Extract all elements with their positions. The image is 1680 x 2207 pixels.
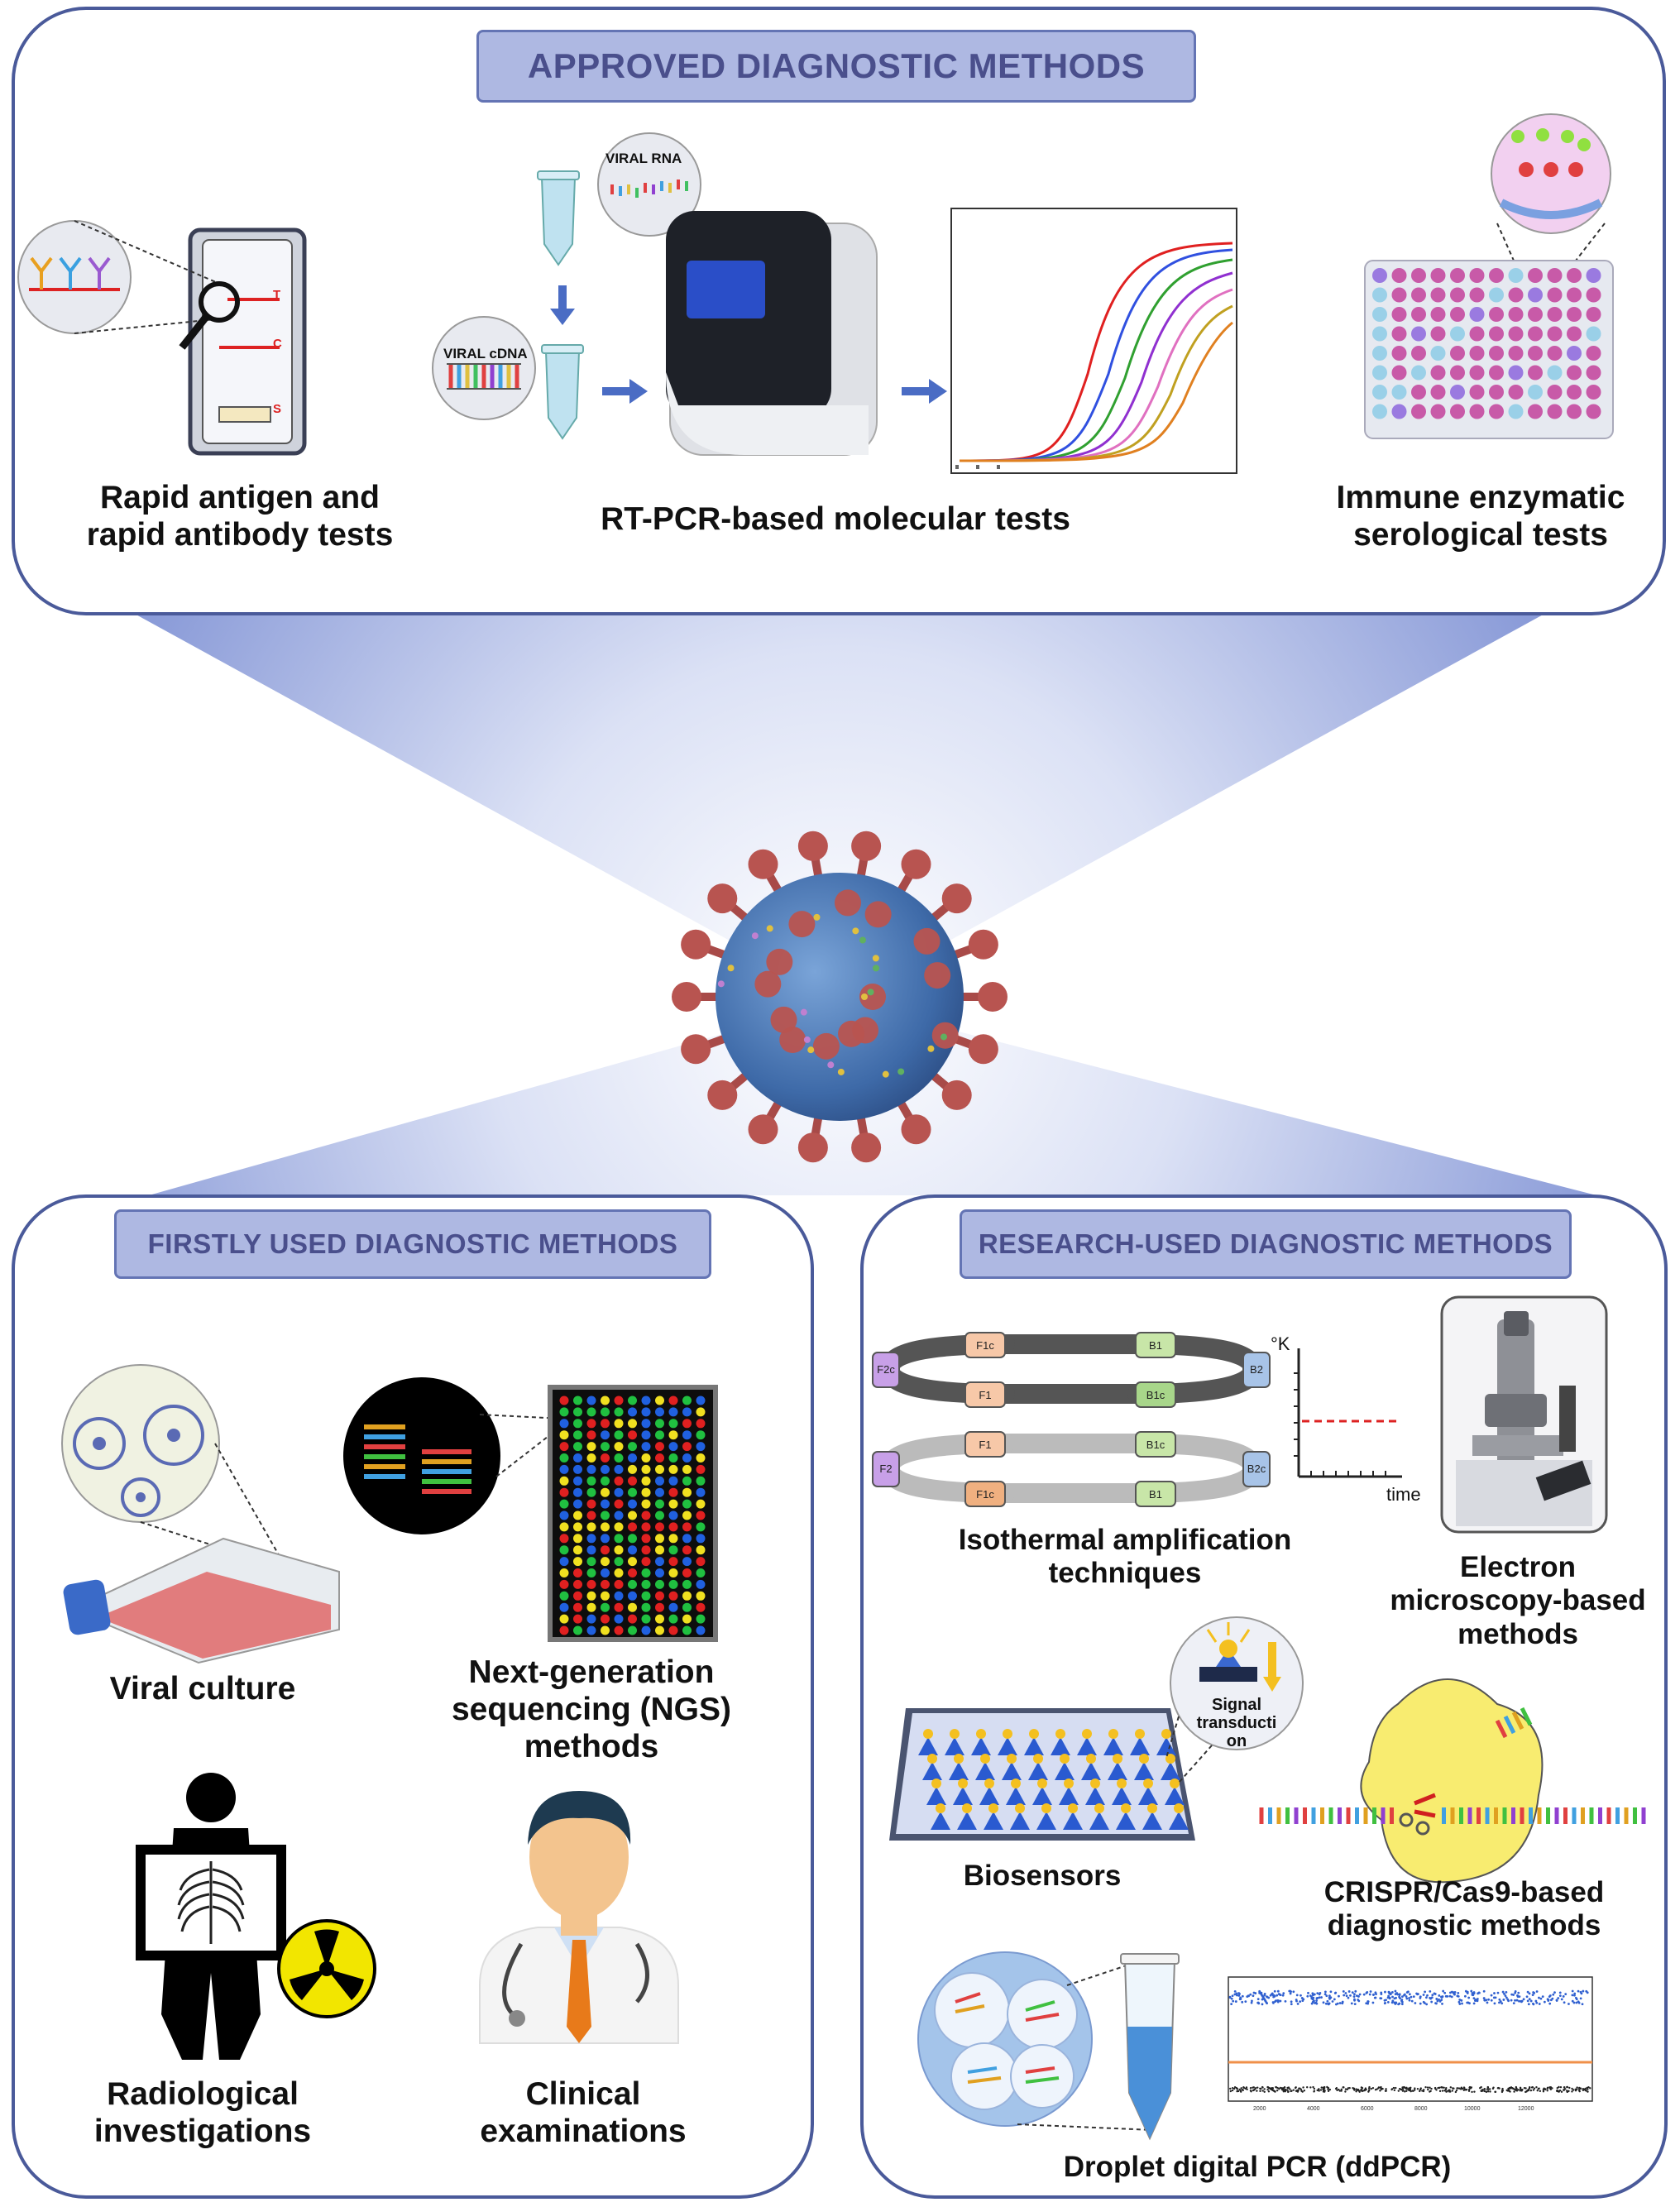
crispr-label: CRISPR/Cas9-based diagnostic methods: [1323, 1876, 1605, 1942]
coronavirus-icon: [672, 831, 1008, 1163]
crispr-cas9-icon: [1259, 1678, 1646, 1884]
electron-microscope-icon: [1440, 1295, 1608, 1534]
svg-text:4000: 4000: [1307, 2106, 1320, 2112]
lamp-box-f1: F1: [979, 1389, 991, 1401]
lamp-box-b1: B1: [1149, 1339, 1162, 1352]
electron-microscopy-label: Electron microscopy-based methods: [1390, 1551, 1646, 1650]
research-used-methods-title: RESEARCH-USED DIAGNOSTIC METHODS: [960, 1209, 1572, 1279]
viral-rna-text: VIRAL RNA: [605, 151, 682, 166]
lamp-box-b1-2: B1: [1149, 1488, 1162, 1501]
pcr-machine-icon: [666, 211, 878, 456]
elisa-plate-icon: [1364, 113, 1614, 439]
svg-text:10000: 10000: [1464, 2106, 1481, 2112]
rt-pcr-label: RT-PCR-based molecular tests: [601, 501, 1070, 537]
ngs-chip-icon: [343, 1377, 718, 1642]
svg-text:6000: 6000: [1361, 2106, 1374, 2112]
right-arrow-icon-1: [602, 379, 648, 404]
ddpcr-label: Droplet digital PCR (ddPCR): [1063, 2151, 1452, 2183]
temp-axis-label: °K: [1271, 1333, 1290, 1354]
lamp-box-b1c: B1c: [1146, 1389, 1165, 1401]
signal-transduction-text: Signal transducti on: [1196, 1696, 1277, 1750]
svg-text:8000: 8000: [1414, 2106, 1428, 2112]
biosensor-chip-icon: [889, 1616, 1304, 1841]
lamp-box-b1c-2: B1c: [1146, 1439, 1165, 1451]
strip-mark-s: S: [273, 402, 282, 416]
time-axis-label: time: [1386, 1484, 1421, 1505]
rapid-test-strip-icon: [17, 220, 307, 456]
lamp-dumbbell-diagram: F1c F1 B1 B1c F2c B2 F1 F1c B1c B1 F2 B2…: [872, 1332, 1271, 1507]
strip-mark-c: C: [273, 337, 282, 351]
viral-culture-flask-icon: [61, 1364, 340, 1664]
doctor-icon: [479, 1791, 679, 2044]
radiological-label: Radiological investigations: [93, 2076, 312, 2149]
lamp-box-f1-2: F1: [979, 1439, 991, 1451]
rapid-tests-label: Rapid antigen and rapid antibody tests: [86, 480, 394, 553]
ddpcr-scatter-chart: 2000 4000 6000 8000 10000 12000: [1228, 1976, 1593, 2112]
lamp-box-f2: F2: [879, 1463, 892, 1475]
amplification-curves-chart: [950, 208, 1237, 474]
elisa-label: Immune enzymatic serological tests: [1336, 480, 1625, 553]
down-arrow-icon: [550, 285, 575, 325]
svg-text:2000: 2000: [1253, 2106, 1266, 2112]
strip-mark-t: T: [273, 288, 281, 302]
cdna-tube-icon: [432, 316, 584, 440]
clinical-label: Clinical examinations: [480, 2076, 687, 2149]
firstly-used-methods-title: FIRSTLY USED DIAGNOSTIC METHODS: [114, 1209, 711, 1279]
biosensors-label: Biosensors: [963, 1860, 1122, 1892]
isothermal-label: Isothermal amplification techniques: [958, 1524, 1292, 1590]
lamp-box-f1c: F1c: [976, 1339, 994, 1352]
viral-cdna-text: VIRAL cDNA: [443, 346, 528, 361]
lamp-box-f2c: F2c: [877, 1363, 895, 1376]
viral-culture-label: Viral culture: [109, 1671, 296, 1707]
svg-text:12000: 12000: [1518, 2106, 1534, 2112]
xray-person-icon: [136, 1773, 376, 2060]
approved-methods-title: APPROVED DIAGNOSTIC METHODS: [476, 30, 1196, 103]
lamp-box-b2c: B2c: [1247, 1463, 1266, 1475]
rna-tube-icon: [537, 132, 701, 266]
ngs-label: Next-generation sequencing (NGS) methods: [451, 1654, 732, 1764]
lamp-box-b2: B2: [1250, 1363, 1263, 1376]
isothermal-temperature-chart: [1294, 1348, 1402, 1478]
right-arrow-icon-2: [902, 379, 947, 404]
lamp-box-f1c-2: F1c: [976, 1488, 994, 1501]
droplet-ddpcr-icon: [917, 1951, 1180, 2141]
firstly-used-methods-panel: [12, 1194, 814, 2199]
